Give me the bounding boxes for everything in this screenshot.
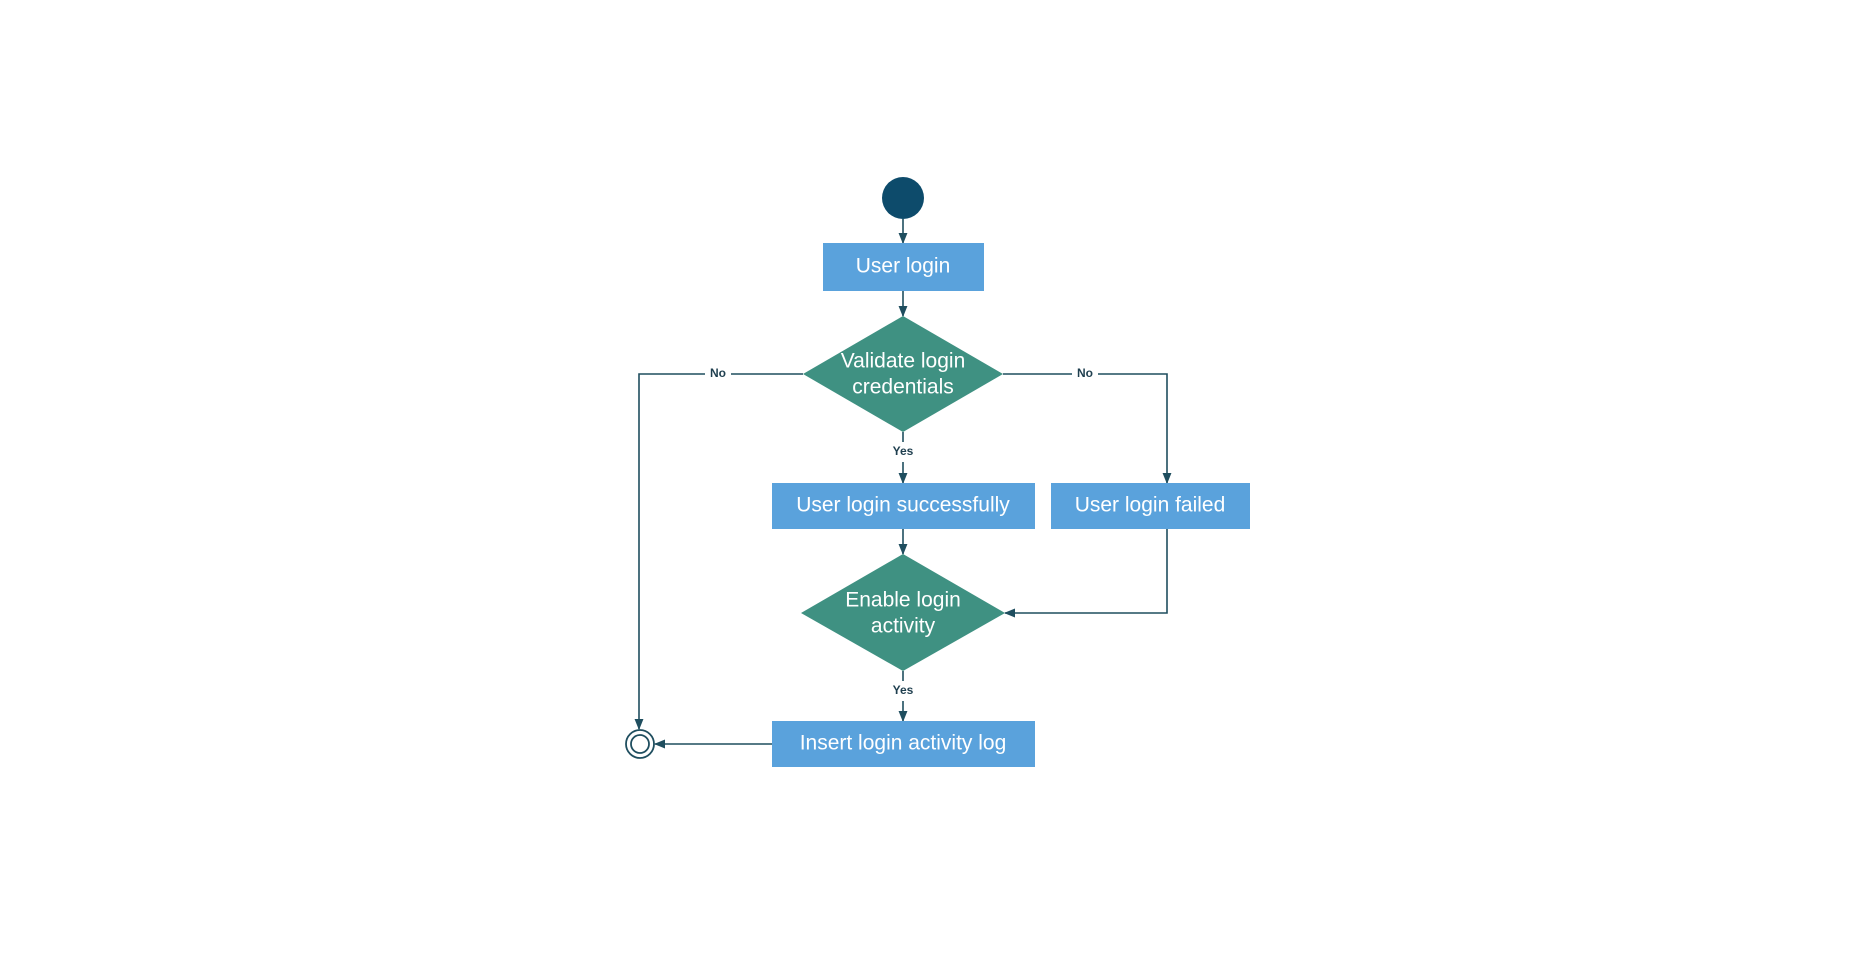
action-failed-label: User login failed [1075,494,1226,517]
action-insert-log-label: Insert login activity log [800,732,1007,755]
action-user-login-label: User login [856,255,951,278]
action-insert-login-activity-log: Insert login activity log [772,721,1035,767]
action-user-login-successfully: User login successfully [772,483,1035,529]
start-node [882,177,924,219]
action-user-login-failed: User login failed [1051,483,1250,529]
edge-validate-to-failed [1003,373,1172,485]
edge-failed-to-enable [1003,529,1168,618]
edges [634,219,1172,749]
decision-validate-line1: Validate login [841,350,966,373]
edge-label-validate-to-success: Yes [893,444,914,458]
edge-label-enable-to-insert-log: Yes [893,683,914,697]
decision-validate-line2: credentials [852,376,954,399]
decision-enable-line1: Enable login [845,589,961,612]
edge-label-validate-to-failed: No [1077,366,1093,380]
decision-enable-login-activity: Enable login activity [801,554,1005,671]
action-user-login: User login [823,243,984,291]
decision-validate-credentials: Validate login credentials [803,316,1003,432]
edge-label-validate-to-end: No [710,366,726,380]
action-success-label: User login successfully [796,494,1010,517]
end-node [625,729,655,759]
decision-enable-line2: activity [871,615,936,638]
edge-validate-to-end [634,373,803,731]
edge-labels: No No Yes Yes [705,364,1098,701]
